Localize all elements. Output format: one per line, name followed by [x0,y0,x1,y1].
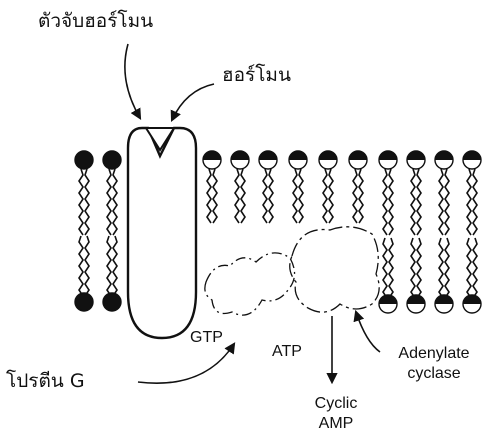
lipid-tail [473,169,477,235]
lipid-head-shade [379,295,397,304]
lipid-tail [467,238,471,298]
receptor-pointer-arrow [125,44,140,118]
lipid-head-shade [379,151,397,160]
lipid-tail [445,238,449,298]
lipid-tail [85,169,89,235]
g-protein-label: โปรตีน G [6,372,85,391]
adenylate-cyclase-label: Adenylate cyclase [382,346,486,382]
lipid-tail [467,169,471,235]
lipid-head [103,293,121,311]
lipid-head-shade [319,151,337,160]
g-protein-pointer-arrow [138,344,234,383]
lipid-head-shade [289,151,307,160]
gtp-label: GTP [190,330,223,346]
lipid-tail [299,169,303,223]
cyclic-amp-line1: Cyclic [296,396,376,412]
lipid-head-shade [231,151,249,160]
lipid-tail [411,169,415,235]
lipid-tail [389,238,393,298]
lipid-tail [107,169,111,235]
atp-label: ATP [272,344,302,360]
adenylate-label-line2: cyclase [382,366,486,382]
lipid-head-shade [435,295,453,304]
lipid-head-shade [203,151,221,160]
lipid-tail [207,169,211,223]
hormone-label: ฮอร์โมน [222,66,291,85]
lipid-tail [213,169,217,223]
lipid-tail [323,169,327,223]
lipid-head-shade [407,295,425,304]
lipid-head-shade [435,151,453,160]
lipid-tail [263,169,267,223]
lipid-tail [113,169,117,235]
adenylate-label-line1: Adenylate [382,346,486,362]
lipid-tail [417,169,421,235]
lipid-head-shade [463,295,481,304]
lipid-tail [85,236,89,296]
lipid-head [75,293,93,311]
lipid-tail [79,169,83,235]
lipid-tail [79,236,83,296]
lipid-tail [389,169,393,235]
lipid-tail [445,169,449,235]
lipid-head [103,151,121,169]
lipid-tail [241,169,245,223]
receptor-protein [128,128,196,338]
lipid-tail [269,169,273,223]
lipid-tail [417,238,421,298]
hormone-receptor-label: ตัวจับฮอร์โมน [38,12,153,31]
lipid-tail [411,238,415,298]
lipid-head-shade [349,151,367,160]
lipid-tail [359,169,363,223]
cyclic-amp-line2: AMP [296,416,376,432]
lipid-head-shade [463,151,481,160]
lipid-head [75,151,93,169]
lipid-tail [383,238,387,298]
lipid-head-shade [259,151,277,160]
hormone-pointer-arrow [172,84,214,120]
lipid-tail [473,238,477,298]
lipid-tail [439,169,443,235]
adenylate-pointer-arrow [356,312,380,352]
lipid-tail [235,169,239,223]
lipid-tail [383,169,387,235]
lipid-tail [107,236,111,296]
g-protein-shape [205,253,295,315]
cyclic-amp-label: Cyclic AMP [296,396,376,432]
adenylate-cyclase-shape [290,227,379,312]
lipid-tail [353,169,357,223]
lipid-tail [113,236,117,296]
lipid-tail [293,169,297,223]
lipid-tail [329,169,333,223]
lipid-head-shade [407,151,425,160]
lipid-tail [439,238,443,298]
